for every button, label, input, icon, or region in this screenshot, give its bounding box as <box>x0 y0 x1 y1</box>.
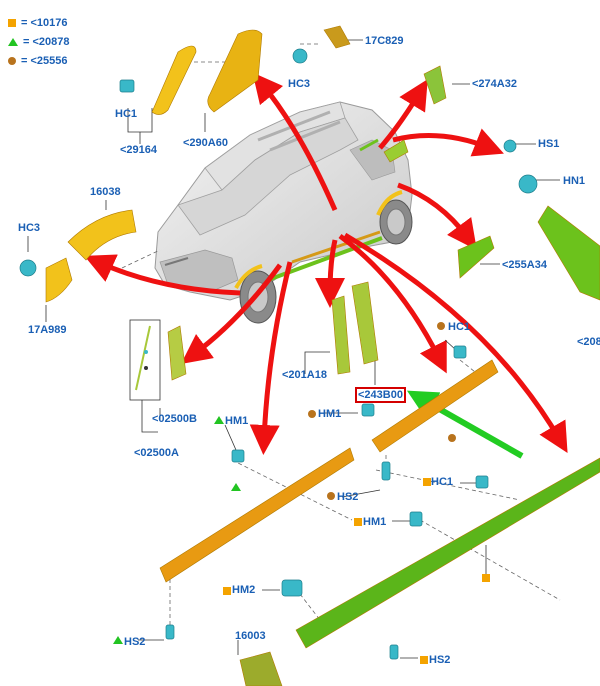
square-bullet-icon <box>8 18 16 27</box>
triangle-bullet-icon <box>8 37 18 46</box>
legend-square-label: = <10176 <box>21 16 68 29</box>
part-label-17c829[interactable]: 17C829 <box>365 35 404 47</box>
part-label-hs2-mid[interactable]: HS2 <box>337 491 359 503</box>
part-label-hc3-top[interactable]: HC3 <box>288 78 311 90</box>
part-label-29164[interactable]: <29164 <box>120 144 158 156</box>
part-label-hc3-left[interactable]: HC3 <box>18 222 41 234</box>
legend-row-square: = <10176 <box>8 13 70 32</box>
circle-bullet-icon <box>437 322 445 330</box>
symbol-markers <box>231 434 490 582</box>
part-label-208[interactable]: <208 <box>577 336 600 348</box>
part-label-hs2-low[interactable]: HS2 <box>429 654 451 666</box>
part-label-290a60[interactable]: <290A60 <box>183 137 228 149</box>
part-label-274a32[interactable]: <274A32 <box>472 78 517 90</box>
part-label-hc1-mid[interactable]: HC1 <box>448 321 471 333</box>
part-label-02500a[interactable]: <02500A <box>134 447 179 459</box>
detail-box <box>129 319 161 401</box>
part-label-hc1-low[interactable]: HC1 <box>431 476 454 488</box>
legend-row-triangle: = <20878 <box>8 32 70 51</box>
part-label-243b00-selected[interactable]: <243B00 <box>355 387 406 403</box>
part-label-02500b[interactable]: <02500B <box>152 413 197 425</box>
legend-triangle-label: = <20878 <box>23 35 70 48</box>
part-label-hs1[interactable]: HS1 <box>538 138 560 150</box>
trim-parts <box>45 25 600 686</box>
part-label-hm1-mid[interactable]: HM1 <box>318 408 342 420</box>
circle-bullet-icon <box>308 410 316 418</box>
leader-lines-solid <box>27 30 560 659</box>
part-label-hc1-top[interactable]: HC1 <box>115 108 138 120</box>
part-label-hm2[interactable]: HM2 <box>232 584 256 596</box>
legend: = <10176 = <20878 = <25556 <box>8 13 70 70</box>
vehicle <box>154 101 413 324</box>
callout-arrows <box>84 72 568 455</box>
part-label-16038[interactable]: 16038 <box>90 186 121 198</box>
part-label-hm1-low[interactable]: HM1 <box>363 516 387 528</box>
circle-bullet-icon <box>8 56 16 65</box>
legend-row-circle: = <25556 <box>8 51 70 70</box>
square-bullet-icon <box>420 656 428 664</box>
circle-bullet-icon <box>327 492 335 500</box>
square-bullet-icon <box>354 518 362 526</box>
leader-lines <box>121 43 561 625</box>
legend-circle-label: = <25556 <box>21 54 68 67</box>
square-bullet-icon <box>223 587 231 595</box>
part-label-255a34[interactable]: <255A34 <box>502 259 547 271</box>
part-label-hn1[interactable]: HN1 <box>563 175 586 187</box>
clip-icon <box>19 48 538 660</box>
part-label-16003[interactable]: 16003 <box>235 630 266 642</box>
square-bullet-icon <box>423 478 431 486</box>
triangle-bullet-icon <box>113 636 123 644</box>
triangle-bullet-icon <box>214 416 224 424</box>
part-label-17a989[interactable]: 17A989 <box>28 324 67 336</box>
part-label-hs2-left[interactable]: HS2 <box>124 636 146 648</box>
part-label-201a18[interactable]: <201A18 <box>282 369 327 381</box>
part-label-hm1-left[interactable]: HM1 <box>225 415 249 427</box>
